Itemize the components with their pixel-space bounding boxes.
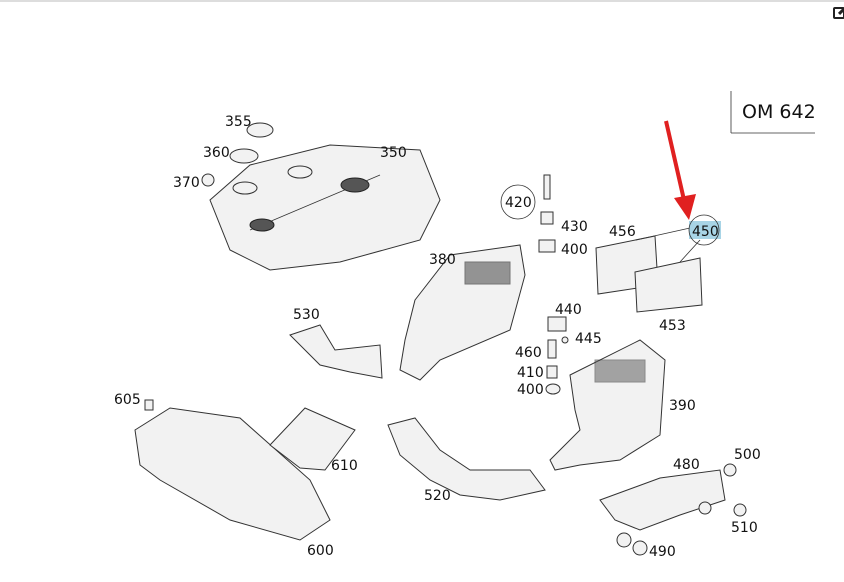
red-arrow-icon [664,120,696,220]
label-453[interactable]: 453 [659,318,686,334]
engine-cover-part[interactable] [201,122,441,271]
label-510[interactable]: 510 [731,520,758,536]
engine-label: OM 642 [742,101,816,123]
label-355[interactable]: 355 [225,114,252,130]
label-400-upper[interactable]: 400 [561,242,588,258]
callout-circle-420 [500,184,536,220]
label-410[interactable]: 410 [517,365,544,381]
air-filter-housing-lower[interactable] [549,339,666,471]
label-480[interactable]: 480 [673,457,700,473]
intake-duct-520[interactable] [387,417,546,501]
label-430[interactable]: 430 [561,219,588,235]
label-400-lower[interactable]: 400 [517,382,544,398]
bracket-480[interactable] [599,463,747,556]
label-445[interactable]: 445 [575,331,602,347]
underbody-panel-600[interactable] [134,399,331,541]
label-390[interactable]: 390 [669,398,696,414]
label-370[interactable]: 370 [173,175,200,191]
highlighted-callout-450[interactable]: 450 [688,214,721,246]
label-350[interactable]: 350 [380,145,407,161]
intake-duct-530[interactable] [289,324,383,379]
label-610[interactable]: 610 [331,458,358,474]
label-500[interactable]: 500 [734,447,761,463]
svg-text:450: 450 [692,224,719,240]
label-460[interactable]: 460 [515,345,542,361]
label-456[interactable]: 456 [609,224,636,240]
engine-label-box: OM 642 [730,91,816,134]
resonator-610[interactable] [269,407,356,471]
label-600[interactable]: 600 [307,543,334,559]
label-490[interactable]: 490 [649,544,676,560]
label-420[interactable]: 420 [505,195,532,211]
label-380[interactable]: 380 [429,252,456,268]
label-605[interactable]: 605 [114,392,141,408]
part-labels: 355 360 370 350 420 430 400 456 453 380 … [114,114,761,560]
top-border [0,0,844,2]
air-filter-housing-upper[interactable] [399,244,526,381]
air-filter-elements[interactable] [595,227,703,313]
small-fasteners[interactable] [545,316,569,395]
label-360[interactable]: 360 [203,145,230,161]
label-440[interactable]: 440 [555,302,582,318]
label-530[interactable]: 530 [293,307,320,323]
label-520[interactable]: 520 [424,488,451,504]
bolt-part[interactable] [538,174,556,253]
